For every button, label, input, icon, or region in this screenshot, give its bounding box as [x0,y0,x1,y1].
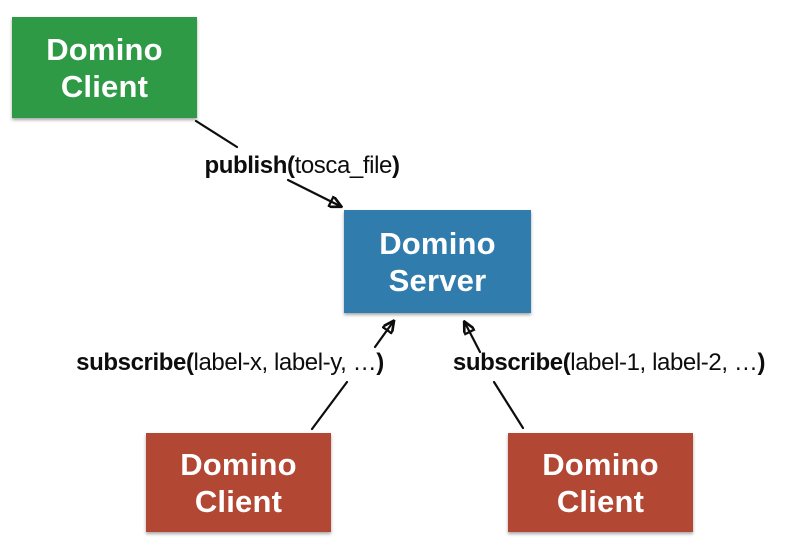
subscribe-right-edge-label: subscribe(label-1, label-2, …) [452,349,766,377]
publish-call-arg: tosca_file [294,152,393,179]
subscribe-call-close: ) [757,349,766,376]
subscribe-left-edge-label: subscribe(label-x, label-y, …) [76,349,384,377]
node-label-line2: Client [556,483,645,519]
subscribe-call-close: ) [376,349,384,376]
node-label-line2: Client [60,68,149,104]
node-domino-client-subscriber-right: Domino Client [508,433,693,532]
node-label-line1: Domino [46,31,163,67]
node-label-line2: Server [388,262,487,298]
node-domino-client-publisher: Domino Client [12,17,197,118]
subscribe-call-args: label-1, label-2, … [570,349,758,376]
subscribe-call-name: subscribe( [452,349,571,376]
node-domino-server: Domino Server [344,210,531,313]
subscribe-call-name: subscribe( [76,349,194,376]
node-label-line1: Domino [542,446,659,482]
node-label-line1: Domino [379,225,496,261]
node-label-line2: Client [194,483,283,519]
publish-call-close: ) [391,152,400,179]
subscribe-call-args: label-x, label-y, … [193,349,377,376]
publish-call-name: publish( [204,152,295,179]
publish-edge-label: publish(tosca_file) [204,152,400,180]
node-domino-client-subscriber-left: Domino Client [146,433,331,532]
node-label-line1: Domino [180,446,297,482]
